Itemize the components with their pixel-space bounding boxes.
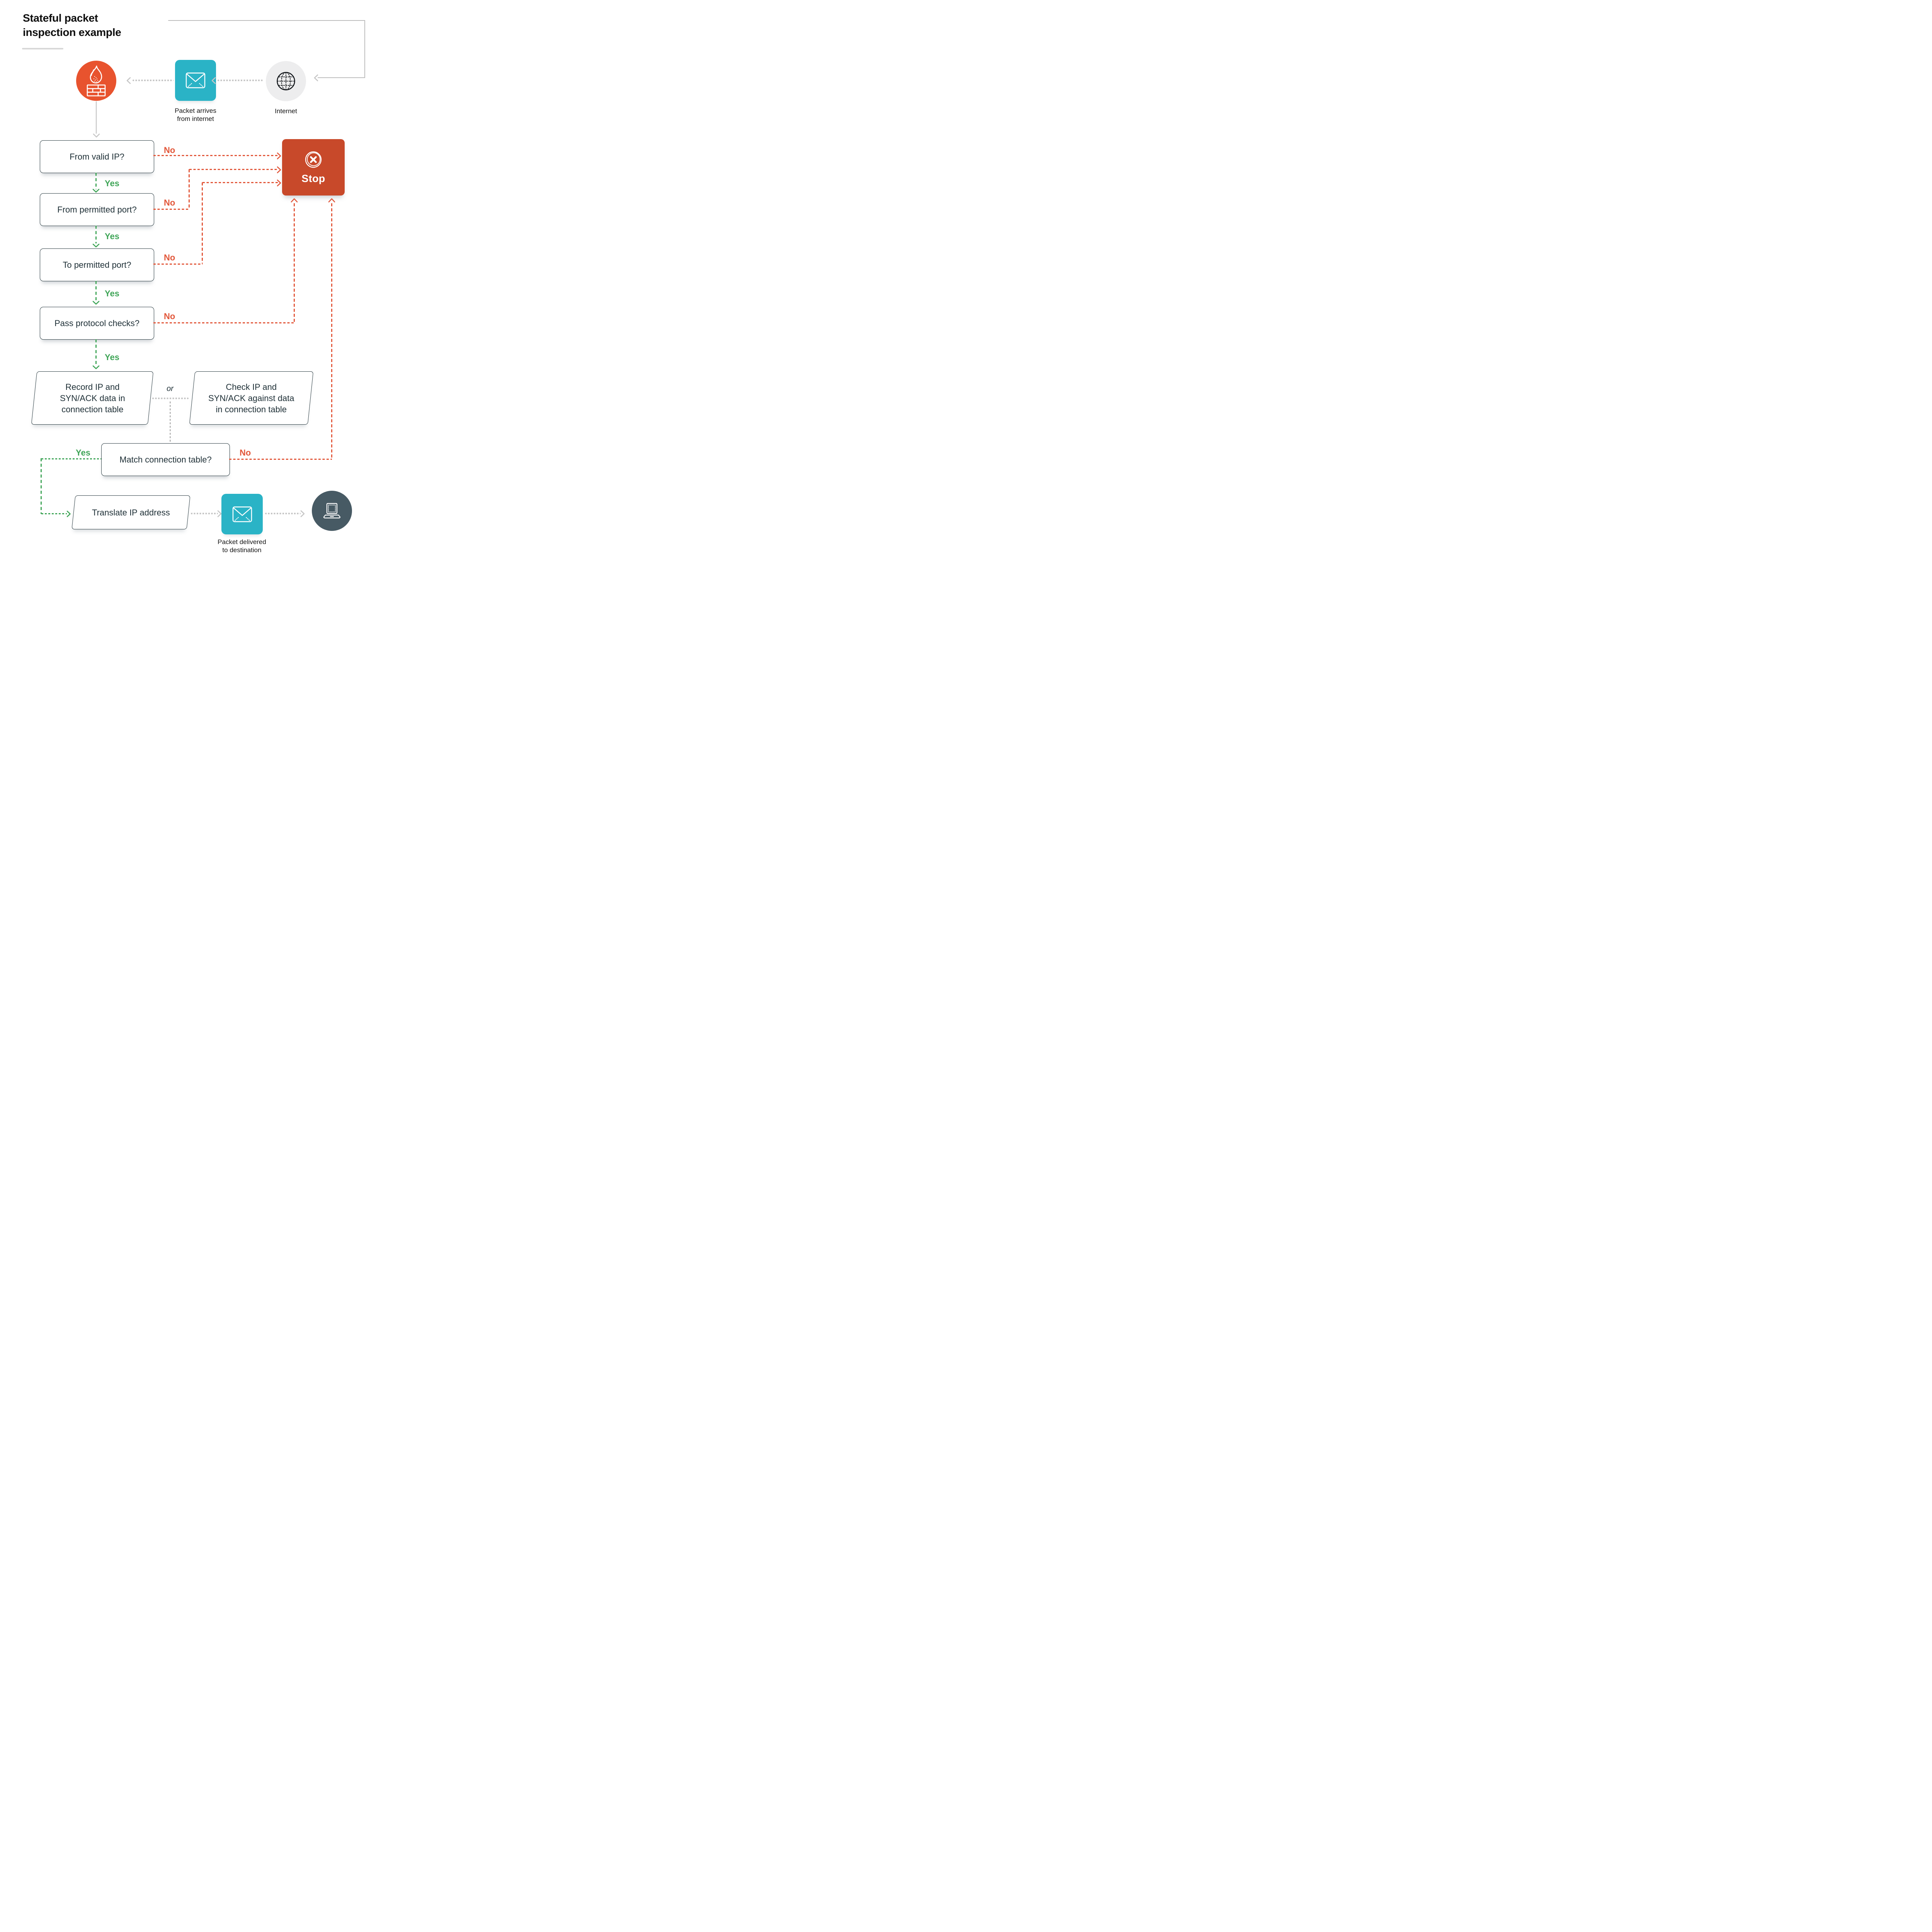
arrowhead-right-into-packet-out: [217, 510, 222, 517]
stop-label: Stop: [301, 172, 325, 184]
decision-protocol-checks: Pass protocol checks?: [40, 307, 154, 340]
edge-firewall-to-valid-ip: [96, 101, 97, 134]
envelope-icon: [185, 72, 206, 88]
firewall-icon: [87, 65, 106, 97]
internet-node: [266, 61, 306, 101]
edge-title-to-internet-top: [168, 20, 365, 21]
yes-label-match: Yes: [76, 448, 90, 457]
decision-valid-ip: From valid IP?: [40, 140, 154, 173]
edge-internet-to-packet: [218, 80, 263, 81]
arrowhead-up-into-stop-2: [328, 198, 335, 202]
decision-to-permitted-port-text: To permitted port?: [63, 260, 131, 270]
edge-protocol-no-v: [294, 203, 295, 323]
edge-match-no-v: [331, 203, 333, 459]
arrowhead-right-into-stop-1: [277, 152, 281, 160]
edge-packet-to-firewall: [133, 80, 173, 81]
title-underline: [22, 48, 63, 49]
firewall-node: [76, 61, 116, 101]
edge-title-to-internet-vertical: [364, 20, 365, 78]
stop-node: Stop: [282, 139, 345, 196]
decision-to-permitted-port: To permitted port?: [40, 248, 154, 281]
decision-from-permitted-port: From permitted port?: [40, 193, 154, 226]
process-check: Check IP and SYN/ACK against data in con…: [189, 371, 314, 425]
edge-match-no-h: [229, 459, 332, 460]
arrowhead-down-yes-1: [92, 189, 100, 193]
edge-to-port-no-h2: [202, 182, 278, 184]
edge-to-port-yes: [95, 281, 97, 301]
edge-match-yes-h2: [41, 513, 67, 515]
envelope-icon: [232, 506, 252, 522]
process-translate: Translate IP address: [71, 495, 190, 529]
decision-valid-ip-text: From valid IP?: [70, 151, 124, 162]
process-record: Record IP and SYN/ACK data in connection…: [31, 371, 154, 425]
yes-label-2: Yes: [105, 231, 119, 241]
edge-protocol-yes: [95, 339, 97, 365]
edge-packet-to-destination: [265, 513, 301, 514]
edge-from-port-no-h1: [153, 209, 189, 210]
process-check-text: Check IP and SYN/ACK against data in con…: [208, 382, 294, 414]
arrowhead-left-into-packet: [211, 77, 216, 84]
edge-to-port-no-h1: [153, 264, 202, 265]
edge-or-horizontal: [152, 398, 189, 399]
edge-to-port-no-v: [202, 182, 203, 264]
arrowhead-right-into-destination: [300, 510, 305, 517]
edge-match-yes-h1: [41, 458, 101, 460]
decision-from-permitted-port-text: From permitted port?: [57, 204, 137, 214]
internet-label: Internet: [275, 107, 297, 115]
arrowhead-left-into-firewall: [126, 77, 131, 84]
stateful-packet-inspection-diagram: Stateful packet inspection example: [0, 0, 386, 569]
packet-arrives-label: Packet arrives from internet: [175, 107, 216, 122]
arrowhead-up-into-stop-1: [291, 198, 298, 202]
laptop-icon: [323, 503, 341, 519]
edge-or-to-match: [170, 401, 171, 443]
decision-protocol-checks-text: Pass protocol checks?: [54, 318, 140, 328]
packet-delivered-label: Packet delivered to destination: [218, 538, 266, 554]
no-label-to-port: No: [164, 253, 175, 262]
edge-translate-to-packet: [191, 513, 218, 514]
no-label-valid-ip: No: [164, 145, 175, 155]
yes-label-4: Yes: [105, 352, 119, 362]
arrowhead-right-into-stop-3: [277, 179, 281, 187]
yes-label-1: Yes: [105, 179, 119, 188]
process-translate-text: Translate IP address: [92, 507, 170, 517]
decision-match-table: Match connection table?: [101, 443, 230, 476]
no-label-match: No: [240, 448, 251, 457]
decision-match-table-text: Match connection table?: [119, 454, 212, 464]
arrowhead-down-yes-4: [92, 365, 100, 369]
arrowhead-left-into-internet: [314, 74, 318, 82]
packet-arrives-node: [175, 60, 216, 101]
edge-title-to-internet-bottom: [318, 77, 365, 78]
edge-valid-ip-yes: [95, 173, 97, 189]
packet-delivered-node: [221, 494, 263, 534]
process-record-text: Record IP and SYN/ACK data in connection…: [60, 382, 125, 414]
page-title: Stateful packet inspection example: [23, 12, 121, 38]
yes-label-3: Yes: [105, 289, 119, 298]
no-label-protocol: No: [164, 311, 175, 321]
arrowhead-right-into-translate: [66, 510, 71, 517]
arrowhead-down-into-valid-ip: [93, 133, 100, 138]
arrowhead-right-into-stop-2: [277, 166, 281, 173]
or-label: or: [167, 384, 173, 393]
edge-from-port-yes: [95, 226, 97, 243]
circled-x-icon: [305, 151, 322, 168]
edge-valid-ip-no: [153, 155, 278, 156]
edge-from-port-no-h2: [189, 169, 278, 170]
arrowhead-down-yes-2: [92, 243, 100, 248]
no-label-from-port: No: [164, 198, 175, 207]
edge-match-yes-v: [41, 458, 42, 514]
arrowhead-down-yes-3: [92, 301, 100, 305]
edge-from-port-no-v: [189, 169, 190, 209]
edge-protocol-no-h: [153, 322, 294, 324]
destination-node: [312, 491, 352, 531]
globe-icon: [277, 72, 295, 90]
